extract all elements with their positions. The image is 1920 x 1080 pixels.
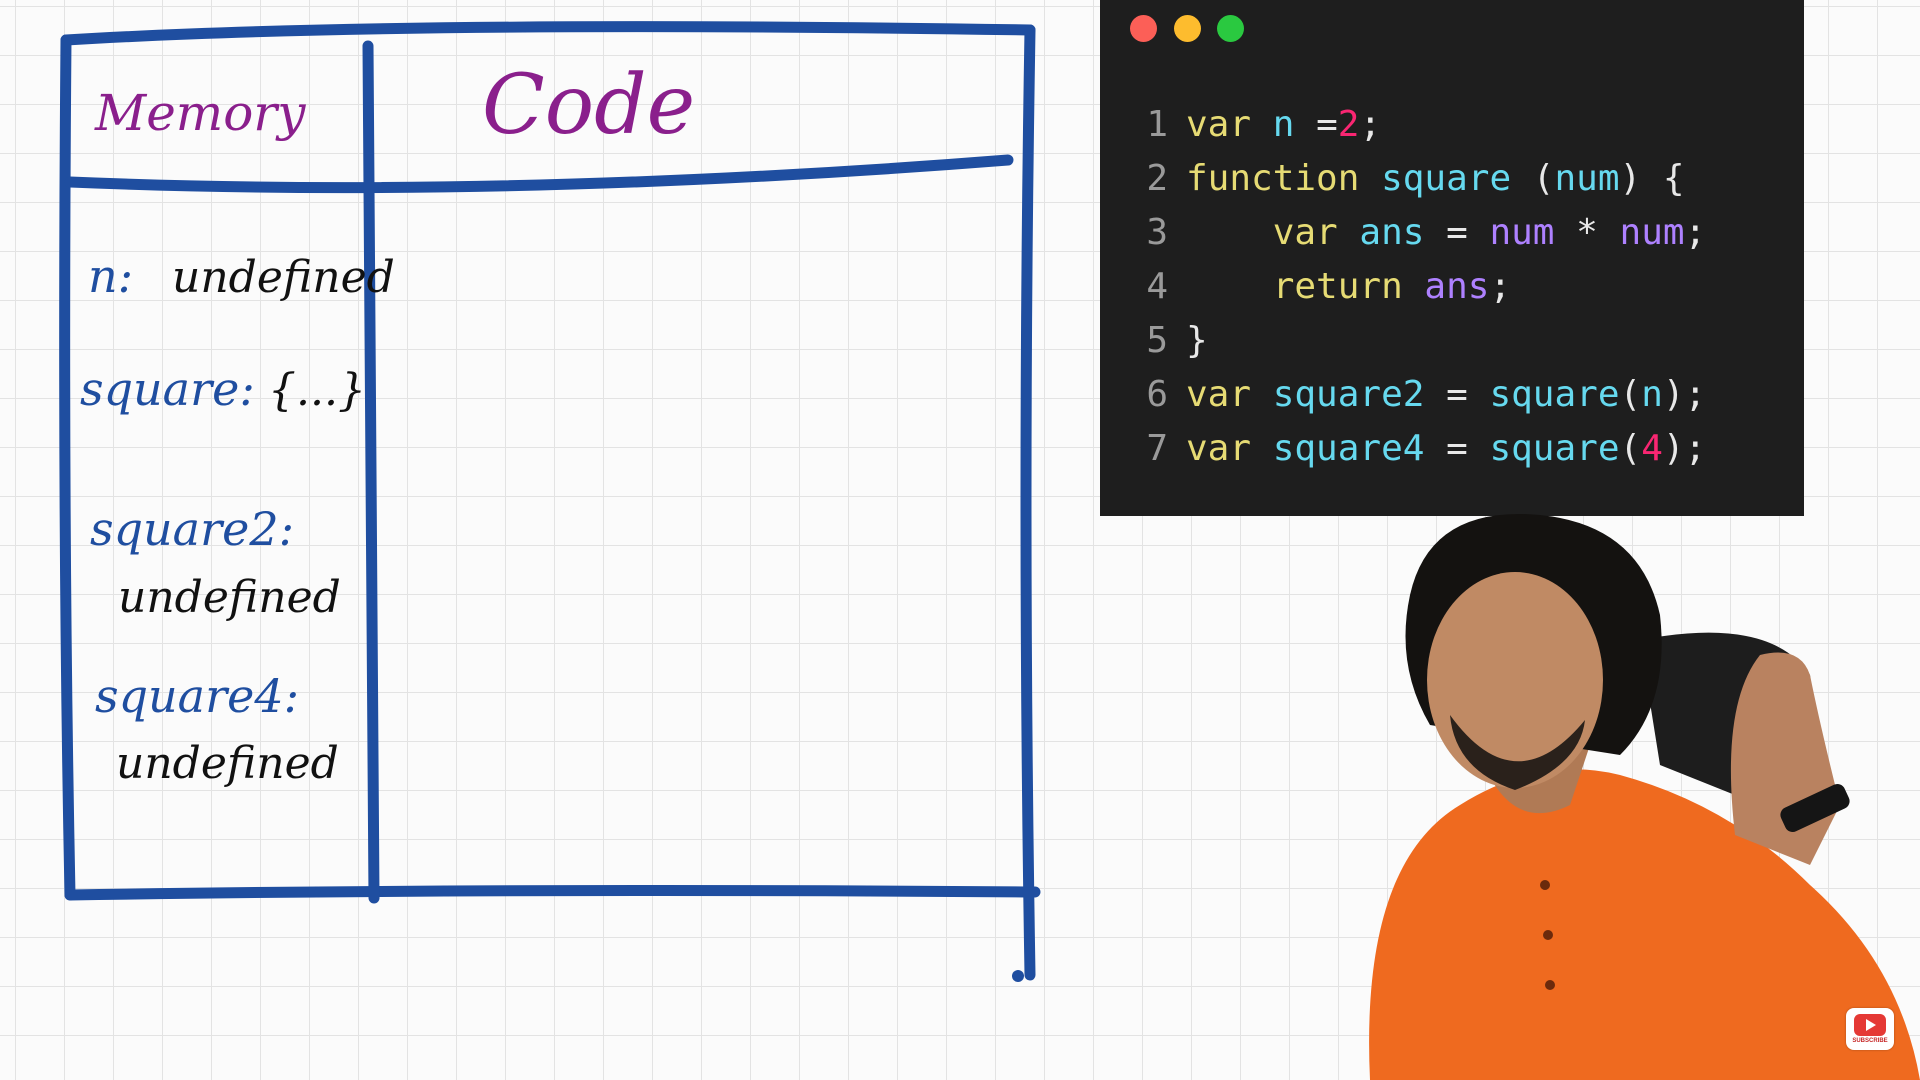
- line-number: 3: [1146, 212, 1168, 253]
- table-right-border: [1020, 24, 1036, 981]
- line-number: 1: [1146, 104, 1168, 145]
- code-token: return: [1186, 266, 1425, 307]
- code-token: ;: [1359, 104, 1382, 145]
- presenter-beard: [1450, 715, 1585, 790]
- code-token: (: [1619, 428, 1642, 469]
- code-line: 5}: [1100, 314, 1804, 368]
- code-token: =: [1316, 104, 1338, 145]
- code-token: *: [1576, 212, 1620, 253]
- line-number: 4: [1146, 266, 1168, 307]
- memory-code-table: [59, 21, 1041, 982]
- line-number: 5: [1146, 320, 1168, 361]
- code-line: 3 var ans = num * num;: [1100, 206, 1804, 260]
- code-token: =: [1446, 212, 1490, 253]
- code-token: num: [1619, 212, 1685, 253]
- code-header: Code: [482, 58, 695, 153]
- header-divider: [64, 154, 1014, 194]
- code-token: 2: [1337, 104, 1360, 145]
- line-number: 2: [1146, 158, 1168, 199]
- memory-entry-square-name: square:: [80, 362, 255, 416]
- code-token: );: [1662, 428, 1707, 469]
- subscribe-badge[interactable]: SUBSCRIBE: [1846, 1008, 1894, 1050]
- code-token: square: [1489, 374, 1620, 415]
- presenter-webcam: [1369, 514, 1920, 1080]
- subscribe-label: SUBSCRIBE: [1852, 1038, 1888, 1044]
- code-token: (: [1532, 158, 1555, 199]
- line-number: 6: [1146, 374, 1168, 415]
- code-token: var: [1186, 374, 1273, 415]
- code-token: num: [1554, 158, 1620, 199]
- table-bottom-border: [64, 885, 1041, 901]
- code-line: 2 function square (num) {: [1100, 152, 1804, 206]
- memory-entry-n-name: n:: [88, 249, 133, 303]
- youtube-play-icon: [1854, 1014, 1886, 1036]
- code-token: ) {: [1619, 158, 1685, 199]
- code-token: ;: [1684, 212, 1707, 253]
- memory-entry-square2-value: undefined: [118, 572, 341, 623]
- code-token: var: [1186, 104, 1273, 145]
- presenter-face: [1427, 572, 1603, 788]
- code-token: function: [1186, 158, 1382, 199]
- code-token: square: [1381, 158, 1533, 199]
- minimize-dot-icon: [1174, 15, 1201, 42]
- memory-entry-square4-name: square4:: [95, 669, 299, 723]
- code-line: 4 return ans;: [1100, 260, 1804, 314]
- code-token: =: [1446, 428, 1490, 469]
- code-token: );: [1662, 374, 1707, 415]
- watch-band: [1780, 784, 1850, 832]
- presenter-arm: [1730, 652, 1840, 865]
- code-token: var: [1186, 428, 1273, 469]
- table-left-border: [59, 34, 76, 901]
- code-line: 6 var square2 = square(n);: [1100, 368, 1804, 422]
- code-token: n: [1641, 374, 1663, 415]
- code-token: (: [1619, 374, 1642, 415]
- memory-entry-square2-name: square2:: [90, 502, 294, 556]
- maximize-dot-icon: [1217, 15, 1244, 42]
- table-top-border: [60, 21, 1036, 46]
- code-line: 7 var square4 = square(4);: [1100, 422, 1804, 476]
- code-token: var: [1186, 212, 1360, 253]
- close-dot-icon: [1130, 15, 1157, 42]
- column-divider: [362, 40, 380, 904]
- code-token: num: [1489, 212, 1577, 253]
- kurta-buttons: [1540, 880, 1555, 990]
- code-token: square4: [1272, 428, 1447, 469]
- memory-entry-square-value: {...}: [268, 365, 366, 416]
- code-line: 1 var n =2;: [1100, 98, 1804, 152]
- code-token: ;: [1489, 266, 1512, 307]
- line-number: 7: [1146, 428, 1168, 469]
- code-token: n: [1272, 104, 1317, 145]
- code-token: 4: [1641, 428, 1663, 469]
- code-token: square: [1489, 428, 1620, 469]
- memory-header: Memory: [94, 84, 306, 142]
- pen-end-dot: [1012, 970, 1024, 982]
- memory-entry-n-value: undefined: [172, 252, 395, 303]
- code-token: }: [1186, 320, 1208, 361]
- code-token: ans: [1424, 266, 1490, 307]
- code-token: =: [1446, 374, 1490, 415]
- code-token: ans: [1359, 212, 1447, 253]
- presenter-torso: [1369, 769, 1920, 1080]
- memory-entry-square4-value: undefined: [116, 738, 339, 789]
- code-token: square2: [1272, 374, 1447, 415]
